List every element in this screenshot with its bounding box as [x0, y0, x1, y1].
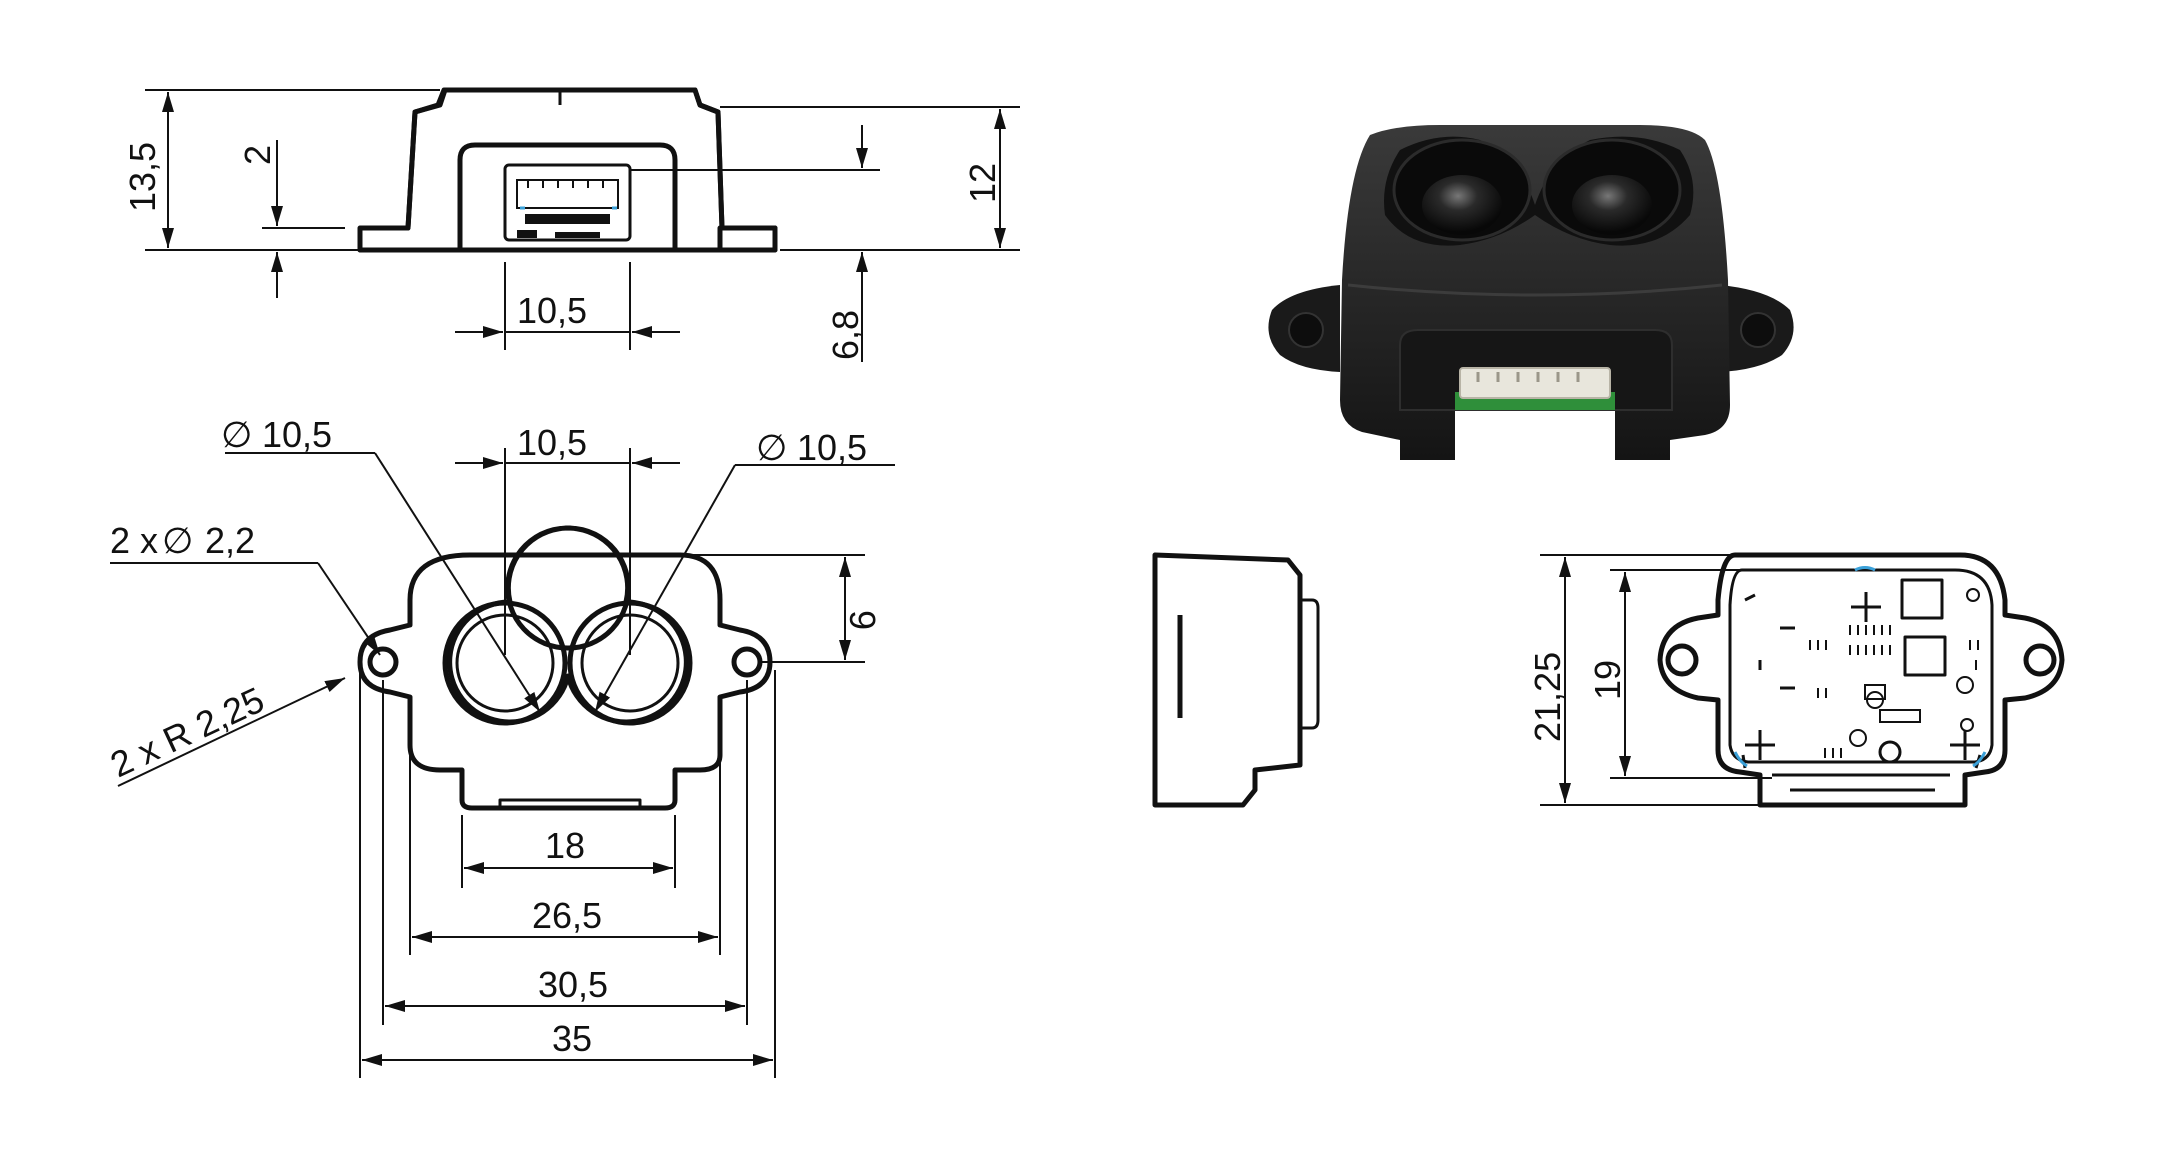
dim-12: 12: [962, 163, 1003, 203]
front-view: ∅ 10,5 10,5 ∅ 10,5 2 x ∅ 2,2 2 x R 2,25 …: [104, 414, 895, 1078]
top-view-recess: [457, 142, 678, 250]
dim-30-5: 30,5: [538, 964, 608, 1005]
top-view-connector: [503, 163, 632, 242]
top-view: 13,5 2 10,5 12 6,8: [122, 87, 1020, 362]
top-view-body: [357, 87, 778, 253]
dim-26-5: 26,5: [532, 895, 602, 936]
product-render: [1268, 125, 1794, 460]
dim-6-8: 6,8: [825, 310, 866, 360]
dim-mount-hole-diameter: 2,2: [205, 520, 255, 561]
pcb-components: [1733, 566, 1987, 769]
dim-18: 18: [545, 825, 585, 866]
side-view: [1152, 552, 1320, 808]
dim-21-25: 21,25: [1527, 652, 1568, 742]
dim-mount-radius: 2 x R 2,25: [104, 679, 270, 786]
dim-mount-holes-count: 2 x: [110, 520, 158, 561]
dim-diameter-right: 10,5: [797, 427, 867, 468]
dim-13-5: 13,5: [122, 142, 163, 212]
mount-hole-left: [367, 646, 399, 678]
dim-19: 19: [1587, 660, 1628, 700]
diameter-icon: ∅: [221, 414, 252, 455]
dim-2: 2: [237, 145, 278, 165]
diameter-icon: ∅: [162, 520, 193, 561]
dim-35: 35: [552, 1018, 592, 1059]
dim-diameter-left: 10,5: [262, 414, 332, 455]
side-view-outline: [1152, 552, 1303, 808]
dim-10-5-connector: 10,5: [517, 290, 587, 331]
mount-hole-right: [731, 646, 763, 678]
back-view: 21,25 19: [1527, 552, 2065, 808]
dim-9: 9: [842, 610, 883, 630]
diameter-icon: ∅: [756, 427, 787, 468]
dim-10-5-spacing: 10,5: [517, 422, 587, 463]
front-view-notch: [498, 798, 642, 808]
back-view-outline: [1657, 552, 2065, 808]
